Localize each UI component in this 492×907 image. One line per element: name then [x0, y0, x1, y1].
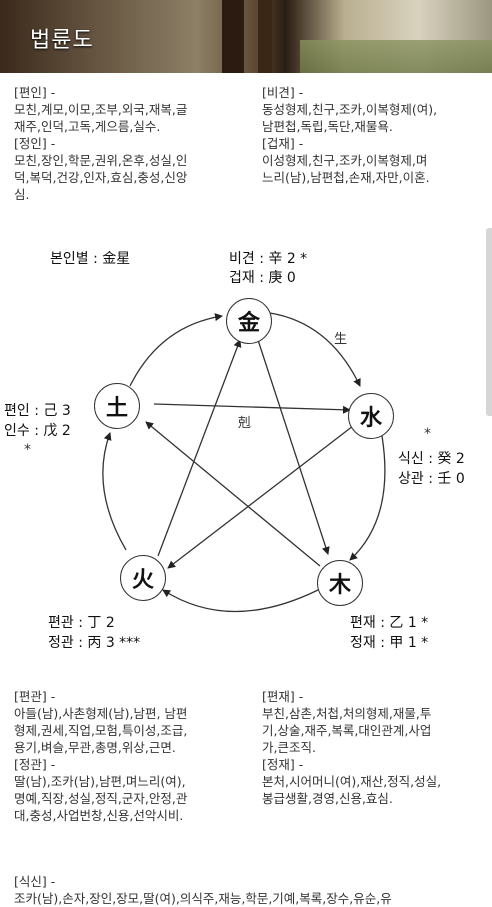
ke-glyph: 剋 [238, 416, 252, 431]
pyeongwan-jeonggwan-section: [편관] - 아들(남),사촌형제(남),남편, 남편 형제,권세,직업,모험,… [14, 688, 246, 824]
header-photo-post [222, 0, 244, 73]
jeongjae-text-line: 봉급생활,경영,신용,효심. [262, 791, 393, 806]
header-photo-grass [300, 40, 492, 73]
pyeonjae-jeongjae-section: [편재] - 부친,삼촌,처첩,처의형제,재물,투 기,상술,재주,복록,대인관… [262, 688, 484, 807]
cycle-arrow-metal-water [269, 312, 361, 387]
siksin-text-line: 조카(남),손자,장인,장모,딸(여),의식주,재능,학문,기예,복록,장수,유… [14, 891, 392, 906]
jeonggwan-heading: [정관] - [14, 757, 56, 772]
pyeonin-text-line: 재주,인덕,고독,게으름,실수. [14, 119, 161, 134]
bonin-star-label: 본인별 : 金星 [50, 251, 131, 267]
pyeonin-jeongin-section: [편인] - 모친,계모,이모,조부,외국,재복,글 재주,인덕,고독,게으름,… [14, 84, 239, 203]
fire-label-2: 정관 : 丙 3 *** [48, 635, 141, 651]
pyeonjae-heading: [편재] - [262, 689, 304, 704]
star-arrow-wood-earth [145, 421, 321, 567]
cycle-arrow-earth-metal [129, 313, 223, 387]
earth-label-2: 인수 : 戊 2 [4, 423, 71, 439]
jeongin-heading: [정인] - [14, 136, 56, 151]
pyeonjae-text-line: 가,큰조직. [262, 740, 316, 755]
header-banner: 법륜도 [0, 0, 492, 73]
wood-label-1: 편재 : 乙 1 * [350, 615, 429, 631]
jeonggwan-text-line: 대,충성,사업번창,신용,선악시비. [14, 808, 184, 823]
siksin-section: [식신] - 조카(남),손자,장인,장모,딸(여),의식주,재능,학문,기예,… [14, 873, 484, 907]
jeongjae-heading: [정재] - [262, 757, 304, 772]
jeongin-text-line: 심. [14, 187, 30, 202]
water-label-2: 상관 : 壬 0 [398, 471, 465, 487]
pyeongwan-text-line: 형제,권세,직업,모험,특이성,조급, [14, 723, 188, 738]
five-elements-arrows [102, 312, 386, 613]
metal-label-1: 비견 : 辛 2 * [229, 251, 308, 267]
bigyeon-geobjae-section: [비견] - 동성형제,친구,조카,이복형제(여), 남편첩,독립,독단,재물욕… [262, 84, 484, 186]
bigyeon-heading: [비견] - [262, 85, 304, 100]
pyeonjae-text-line: 부친,삼촌,처첩,처의형제,재물,투 [262, 706, 432, 721]
pyeonin-text-line: 모친,계모,이모,조부,외국,재복,글 [14, 102, 188, 117]
star-arrow-fire-metal [157, 339, 242, 557]
pyeonjae-text-line: 기,상술,재주,복록,대인관계,사업 [262, 723, 432, 738]
jeongin-text-line: 덕,복덕,건강,인자,효심,충성,신앙 [14, 170, 188, 185]
star-arrow-water-fire [167, 425, 354, 569]
earth-label-1: 편인 : 己 3 [4, 403, 71, 419]
pyeonin-heading: [편인] - [14, 85, 56, 100]
wood-label-2: 정재 : 甲 1 * [350, 635, 429, 651]
scrollbar[interactable] [486, 228, 492, 416]
water-node[interactable]: 水 [348, 393, 394, 439]
water-label-1: 식신 : 癸 2 [398, 451, 465, 467]
bigyeon-text-line: 남편첩,독립,독단,재물욕. [262, 119, 393, 134]
pyeongwan-heading: [편관] - [14, 689, 56, 704]
jeonggwan-text-line: 명예,직장,성실,정직,군자,안정,관 [14, 791, 188, 806]
header-photo-post [258, 0, 272, 73]
wood-node[interactable]: 木 [317, 560, 363, 606]
star-arrow-earth-water [153, 403, 351, 414]
geobjae-heading: [겁재] - [262, 136, 304, 151]
cycle-arrow-wood-fire [162, 589, 319, 613]
sheng-glyph: 生 [334, 332, 348, 347]
bigyeon-text-line: 동성형제,친구,조카,이복형제(여), [262, 102, 438, 117]
page-title: 법륜도 [30, 28, 94, 53]
jeongjae-text-line: 본처,시어머니(여),재산,정직,성실, [262, 774, 442, 789]
siksin-heading: [식신] - [14, 874, 56, 889]
star-arrow-metal-wood [257, 339, 330, 555]
five-elements-diagram: 본인별 : 金星 비견 : 辛 2 * 겁재 : 庚 0 金 水 木 火 土 生… [0, 238, 492, 658]
jeonggwan-text-line: 딸(남),조카(남),남편,며느리(여), [14, 774, 186, 789]
geobjae-text-line: 이성형제,친구,조카,이복형제,며 [262, 153, 428, 168]
earth-node[interactable]: 土 [94, 383, 140, 429]
cycle-arrow-water-wood [349, 435, 386, 561]
metal-label-2: 겁재 : 庚 0 [229, 270, 296, 286]
jeongin-text-line: 모친,장인,학문,권위,온후,성실,인 [14, 153, 188, 168]
metal-node[interactable]: 金 [226, 298, 272, 344]
cycle-arrow-fire-earth [102, 432, 127, 551]
pyeongwan-text-line: 아들(남),사촌형제(남),남편, 남편 [14, 706, 188, 721]
pyeongwan-text-line: 용기,벼슬,무관,총명,위상,근면. [14, 740, 176, 755]
earth-asterisk: * [24, 442, 31, 458]
fire-node[interactable]: 火 [120, 555, 166, 601]
water-asterisk: * [424, 426, 431, 442]
fire-label-1: 편관 : 丁 2 [48, 615, 115, 631]
geobjae-text-line: 느리(남),남편첩,손재,자만,이혼. [262, 170, 430, 185]
